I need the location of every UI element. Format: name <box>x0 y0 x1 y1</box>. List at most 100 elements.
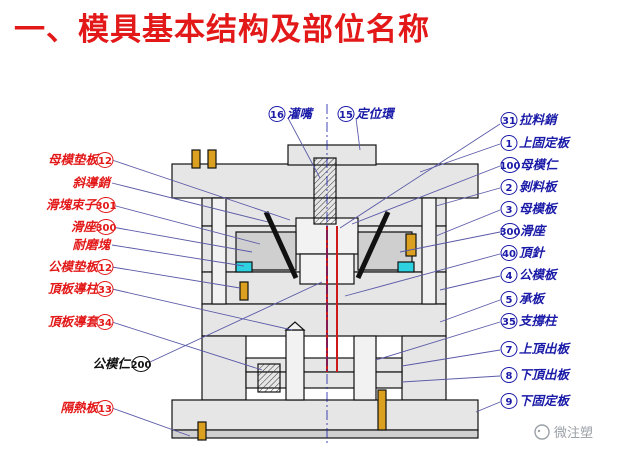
label-right-12-circle <box>500 367 518 383</box>
label-right-11-circle <box>500 341 518 357</box>
label-right-2-circle <box>500 135 518 151</box>
label-right-9: 承板 <box>519 291 547 306</box>
leader-right-1 <box>339 123 501 229</box>
label-right-10: 支撐柱 <box>519 313 559 328</box>
label-right-10-number: 35 <box>502 317 516 328</box>
watermark: 微注塑 <box>534 424 593 441</box>
label-left-1-number: 12 <box>98 156 112 167</box>
leader-right-5 <box>435 209 501 237</box>
label-right-4: 剝料板 <box>519 179 559 194</box>
label-right-4-number: 2 <box>506 183 513 194</box>
label-left-9-number: 13 <box>98 404 112 415</box>
bolt-bottom-right <box>377 389 387 431</box>
leader-left-1 <box>111 159 291 221</box>
label-left-8-circle <box>96 314 114 330</box>
leader-right-11 <box>401 349 501 367</box>
label-core-circle <box>131 356 151 372</box>
support-plate <box>201 303 447 337</box>
label-left-9: 隔熱板 <box>60 400 100 415</box>
angle-pin-right <box>355 210 391 280</box>
label-left-6: 公模垫板 <box>48 259 101 274</box>
leader-right-7 <box>344 253 501 297</box>
leader-right-10 <box>375 321 501 361</box>
label-right-6-circle <box>500 223 520 239</box>
label-left-5: 耐磨塊 <box>72 237 112 252</box>
label-top-2-circle <box>337 106 355 122</box>
ejector-guide-pillar-tip <box>284 321 306 331</box>
bolt-top-left <box>191 149 201 169</box>
label-left-7-circle <box>96 281 114 297</box>
leader-top-1 <box>287 117 321 179</box>
label-left-1: 母模垫板 <box>48 152 101 167</box>
spacer-block-right <box>401 335 447 401</box>
sprue-bushing <box>313 157 337 225</box>
label-top-2-number: 15 <box>339 110 353 121</box>
label-right-7: 頂針 <box>519 245 546 260</box>
label-core-number: 200 <box>131 360 152 371</box>
label-right-5-circle <box>500 201 518 217</box>
label-core: 公模仁 <box>92 356 131 371</box>
label-left-3: 滑塊束子 <box>46 197 98 212</box>
bolt-top-right <box>207 149 217 169</box>
label-left-4-number: 300 <box>96 223 117 234</box>
label-left-8-number: 34 <box>98 318 112 329</box>
label-top-2: 定位環 <box>355 106 396 121</box>
wear-block-left <box>235 261 253 273</box>
label-right-5: 母模板 <box>519 201 559 216</box>
label-right-1-circle <box>500 112 518 128</box>
label-top-1-number: 16 <box>270 110 284 121</box>
wechat-icon-eye <box>537 429 541 433</box>
label-left-6-number: 12 <box>98 263 112 274</box>
label-right-8-number: 4 <box>506 271 513 282</box>
label-right-7-circle <box>500 245 518 261</box>
label-right-4-circle <box>500 179 518 195</box>
label-top-1: 灌嘴 <box>287 106 315 121</box>
label-right-1: 拉料銷 <box>519 112 559 127</box>
label-left-6-circle <box>96 259 114 275</box>
label-left-8: 頂板導套 <box>48 314 101 329</box>
spacer-block-left <box>201 335 247 401</box>
label-right-11-number: 7 <box>506 345 513 356</box>
leader-right-4 <box>435 187 501 207</box>
leader-right-12 <box>401 375 501 383</box>
angle-pin-left <box>263 210 299 280</box>
leader-right-2 <box>419 143 501 173</box>
mold-drawing <box>171 104 479 446</box>
label-right-3-number: 100 <box>500 161 521 172</box>
label-right-9-circle <box>500 291 518 307</box>
label-right-7-number: 40 <box>502 249 516 260</box>
label-right-11: 上頂出板 <box>519 341 572 356</box>
leader-left-7 <box>111 288 293 331</box>
label-right-2: 上固定板 <box>519 135 572 150</box>
ejector-guide-bushing <box>257 363 281 393</box>
label-left-3-circle <box>96 197 116 213</box>
leader-right-6 <box>399 231 501 253</box>
leader-left-6 <box>111 266 241 289</box>
label-right-8-circle <box>500 267 518 283</box>
label-left-4: 滑座 <box>71 219 99 234</box>
insulation-plate <box>171 429 479 439</box>
leader-left-5 <box>111 244 245 267</box>
ejector-guide-pillar <box>285 329 305 401</box>
leader-left-4 <box>111 226 253 253</box>
label-right-12: 下頂出板 <box>519 367 572 382</box>
label-right-6: 滑座 <box>520 223 548 238</box>
wear-block-right <box>397 261 415 273</box>
watermark-text: 微注塑 <box>554 426 593 441</box>
label-left-9-circle <box>96 400 114 416</box>
label-right-10-circle <box>500 313 518 329</box>
label-right-12-number: 8 <box>506 371 513 382</box>
label-left-4-circle <box>96 219 116 235</box>
leader-left-3 <box>111 204 261 245</box>
leader-right-3 <box>351 165 501 225</box>
page-title: 一、模具基本结构及部位名称 <box>14 12 430 48</box>
label-left-3-number: 301 <box>96 201 117 212</box>
guide-pin-left <box>211 197 227 305</box>
leader-left-2 <box>111 182 269 223</box>
label-left-7: 頂板導柱 <box>48 281 101 296</box>
leader-right-13 <box>475 401 501 413</box>
label-right-3-circle <box>500 157 520 173</box>
leader-core <box>149 281 323 363</box>
